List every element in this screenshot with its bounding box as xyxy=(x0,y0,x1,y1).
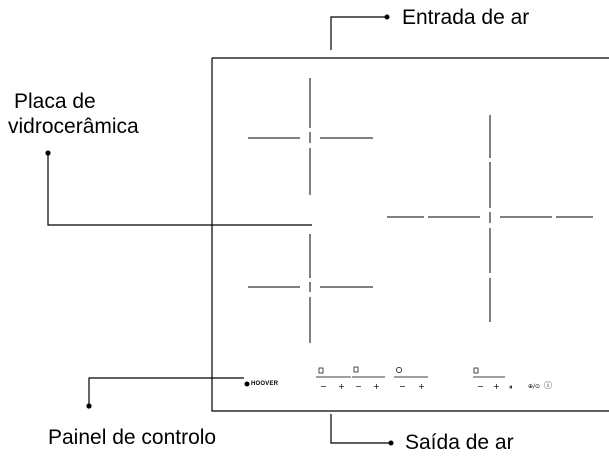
leader-air-inlet xyxy=(330,14,390,50)
zone3-plus-button[interactable]: + xyxy=(418,382,425,391)
label-air-inlet: Entrada de ar xyxy=(402,6,530,29)
brand-logo: HOOVER xyxy=(251,381,279,387)
zone2-plus-button[interactable]: + xyxy=(373,382,380,391)
leader-control-panel xyxy=(86,377,244,409)
leader-air-outlet xyxy=(330,414,394,446)
label-glass-ceramic-line1: Placa de xyxy=(14,90,96,113)
hoover-logo-mark xyxy=(244,381,250,387)
zone3-minus-button[interactable]: − xyxy=(399,382,406,391)
zone4-minus-button[interactable]: − xyxy=(477,382,484,391)
zone4-plus-button[interactable]: + xyxy=(493,382,500,391)
burner-bottom-left xyxy=(248,234,373,343)
leader-glass-ceramic xyxy=(45,150,312,226)
label-glass-ceramic-line2: vidrocerâmica xyxy=(8,115,139,138)
burner-top-left xyxy=(248,78,373,195)
pause-icon[interactable]: ⏸ xyxy=(509,383,513,391)
zone-icons xyxy=(318,366,479,374)
lock-button[interactable]: ⊕/⊙ xyxy=(528,383,541,390)
zone1-minus-button[interactable]: − xyxy=(320,382,327,391)
label-control-panel: Painel de controlo xyxy=(48,426,217,449)
hob-outline xyxy=(211,57,609,412)
zone2-minus-button[interactable]: − xyxy=(355,382,362,391)
burner-right xyxy=(387,115,593,322)
label-air-outlet: Saída de ar xyxy=(405,431,514,454)
zone1-plus-button[interactable]: + xyxy=(338,382,345,391)
power-icon[interactable]: ⓘ xyxy=(544,381,552,390)
